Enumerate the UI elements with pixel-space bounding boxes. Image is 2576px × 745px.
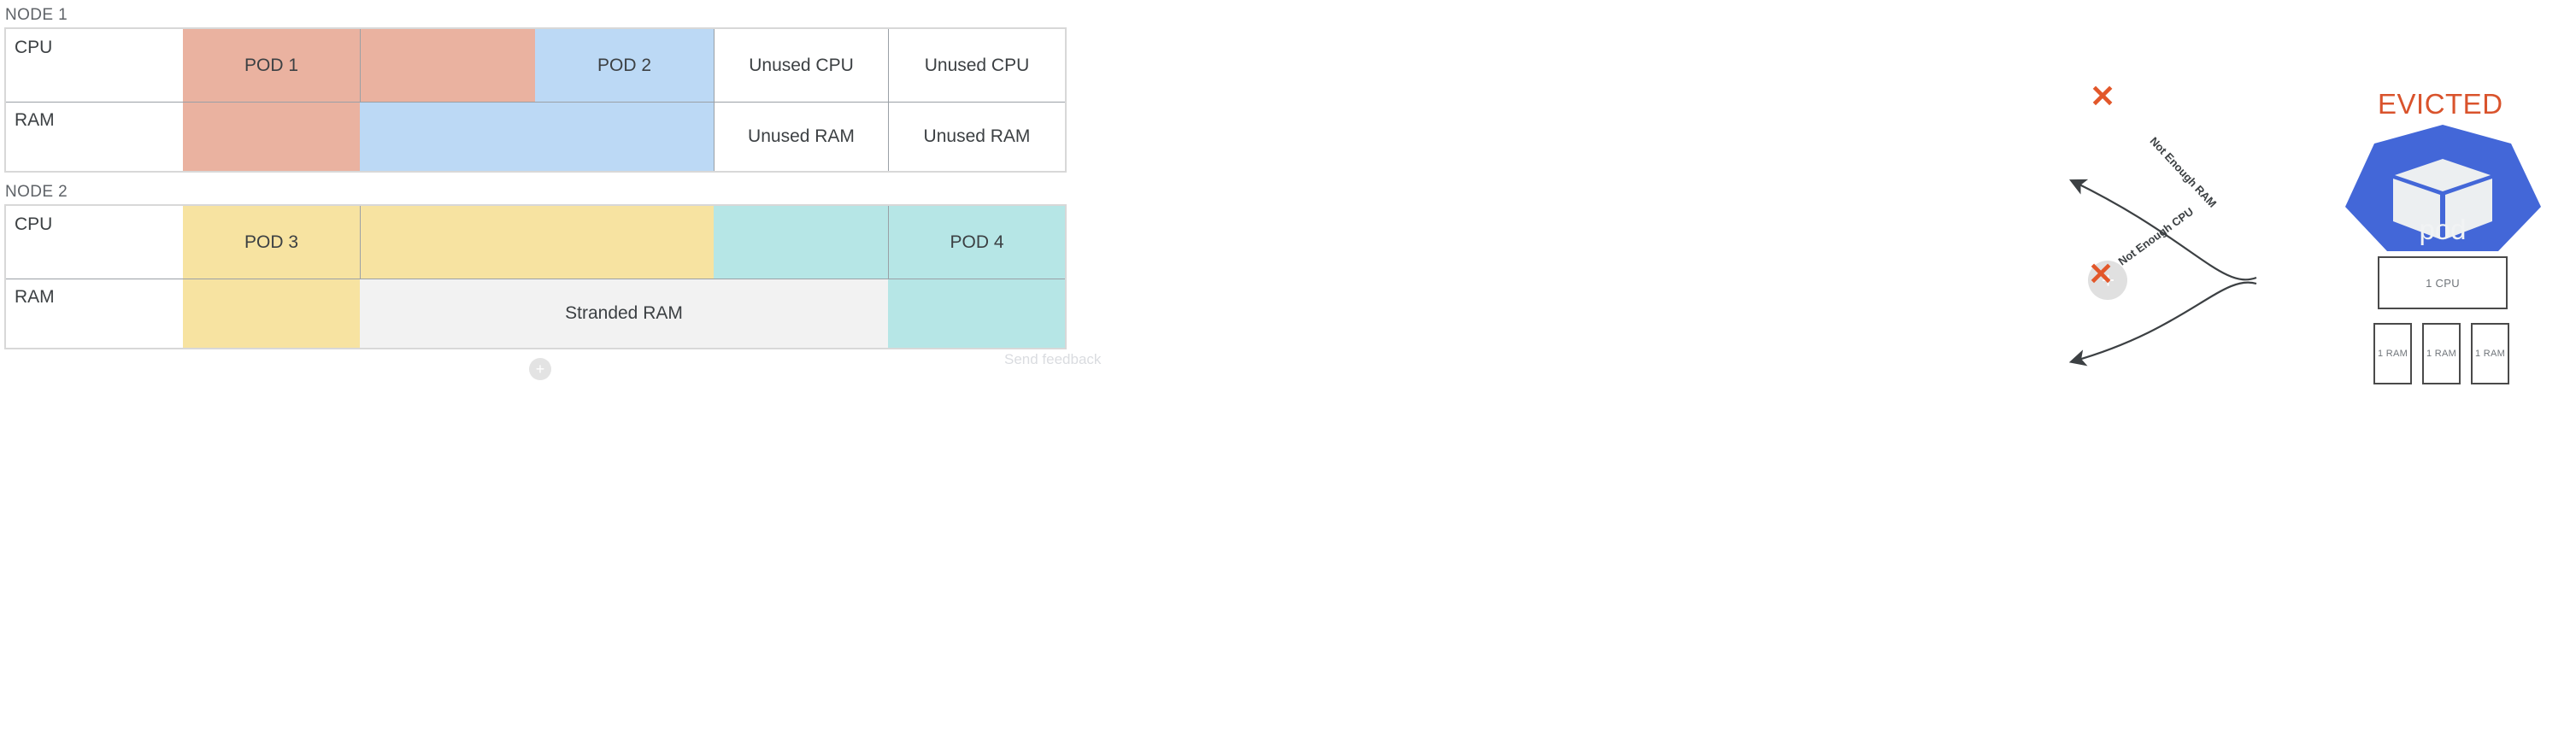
node-1-cpu-cell-pod2[interactable]: POD 2 [535,29,714,102]
node-2-ram-row-label: RAM [15,287,55,307]
node-1-ram-row-label: RAM [15,110,55,130]
node-2-ram-cell-stranded[interactable]: Stranded RAM [360,279,888,348]
node-1-grid: CPU POD 1 POD 2 Unused CPU Unused CPU RA… [4,27,1067,173]
node-1-ram-cell-pod2-b[interactable] [535,103,714,171]
node-2-ram-cell-pod3[interactable] [183,279,360,348]
node-2-label: NODE 2 [5,183,68,201]
node-1-cpu-cell-unused-2[interactable]: Unused CPU [888,29,1065,102]
pod-text: pod [2419,214,2467,245]
node-1-ram-cell-unused-1[interactable]: Unused RAM [714,103,888,171]
node-2-cpu-cell-pod4-a[interactable] [714,206,888,279]
plus-icon: + [2102,267,2115,293]
x-mark-ram: ✕ [2090,79,2116,114]
node-2-cpu-cell-pod4-b[interactable]: POD 4 [888,206,1065,279]
node-1-cpu-cell-pod1-extra[interactable] [360,29,535,102]
cube-icon [2393,159,2492,239]
arrow-not-enough-ram [2069,179,2257,281]
cpu-reject-dot [2088,261,2127,300]
arrow-not-enough-cpu [2068,281,2257,367]
node-1-ram-cell-pod2-a[interactable] [360,103,535,171]
node-2-ram-cell-pod4[interactable] [888,279,1065,348]
pod-logo: pod [2344,125,2542,251]
node-2-cpu-cell-pod3[interactable]: POD 3 [183,206,360,279]
node-1-ram-cell-unused-2[interactable]: Unused RAM [888,103,1065,171]
node-1-label: NODE 1 [5,6,68,24]
resource-box-cpu: 1 CPU [2378,256,2508,309]
eviction-arrows-svg [2068,179,2257,367]
node-2-cpu-row-label: CPU [15,214,53,234]
evicted-label: EVICTED [2378,88,2503,120]
node-1-ram-cell-pod1[interactable] [183,103,360,171]
node-1-cpu-cell-unused-1[interactable]: Unused CPU [714,29,888,102]
node-1-cpu-row-label: CPU [15,38,53,57]
add-button[interactable]: + [529,358,551,380]
node-2-cpu-cell-pod3-extra[interactable] [360,206,714,279]
node-2-grid: CPU POD 3 POD 4 RAM Stranded RAM [4,204,1067,349]
x-mark-cpu: ✕ [2088,256,2114,291]
resource-box-ram-2: 1 RAM [2422,323,2461,384]
send-feedback-link[interactable]: Send feedback [1004,351,1102,367]
node-1-row-divider [6,102,1065,103]
resource-box-ram-1: 1 RAM [2373,323,2412,384]
resource-box-ram-3: 1 RAM [2471,323,2509,384]
node-1-cpu-cell-pod1[interactable]: POD 1 [183,29,360,102]
pod-heptagon-icon [2345,125,2541,251]
